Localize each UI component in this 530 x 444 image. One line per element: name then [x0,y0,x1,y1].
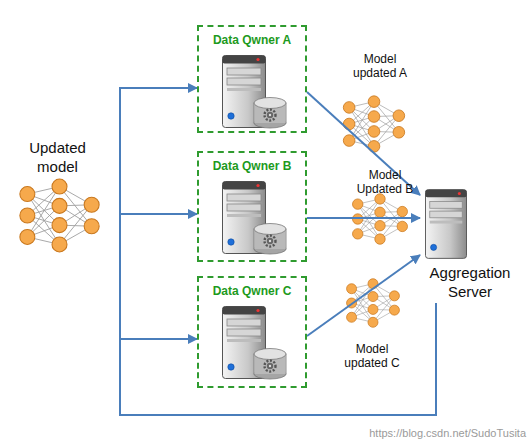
watermark: https://blog.csdn.net/SudoTusita [300,427,526,440]
server-icon [425,190,466,259]
edge-label: Model updated C [337,342,407,370]
neural-net-icon [343,96,404,152]
neural-net-icon [347,279,400,328]
server-icon [223,182,287,255]
server-icon [223,307,287,380]
data-owner-box: Data Qwner B [197,151,307,262]
node-title: Aggregation Server [420,263,520,301]
node-title: Data Qwner B [199,159,305,173]
data-owner-box: Data Qwner A [197,25,307,133]
edge-label: Model Updated B [350,168,420,196]
flow-arrow [120,303,436,415]
model-caption: Updated model [20,138,95,176]
flow-arrow [307,255,420,336]
server-icon [223,56,287,129]
flow-arrow [120,214,436,415]
server-node: Aggregation Server [420,183,520,303]
neural-net-icon [20,179,99,252]
data-owner-box: Data Qwner C [197,276,307,388]
flow-arrow [307,92,420,195]
flow-arrow [120,88,436,415]
neural-net-icon [353,194,408,245]
node-title: Data Qwner C [199,284,305,298]
edge-label: Model updated A [345,52,415,80]
node-title: Data Qwner A [199,33,305,47]
flow-arrow [307,217,420,219]
